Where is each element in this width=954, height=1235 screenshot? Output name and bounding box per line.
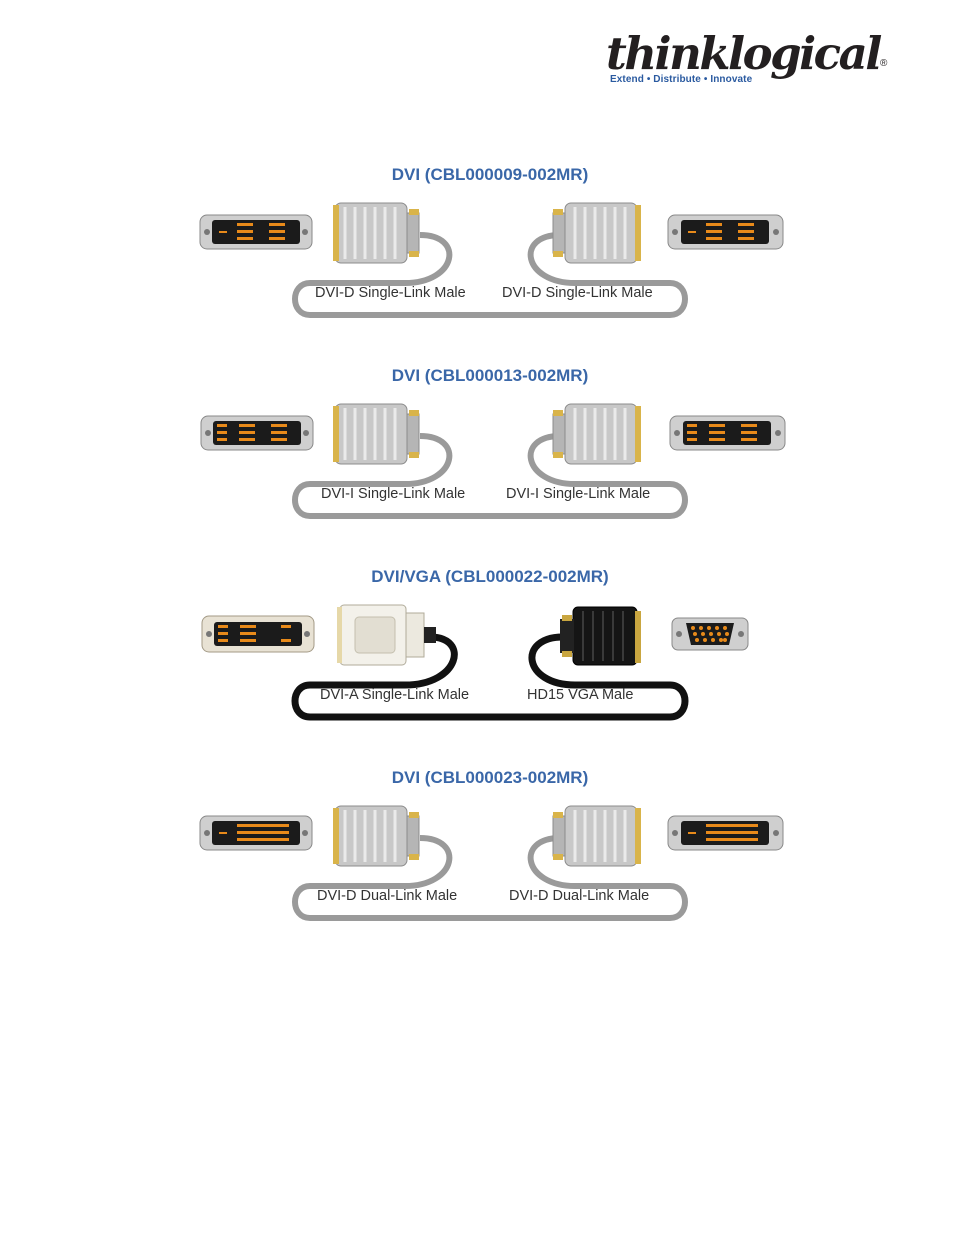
thinklogical-logo: thinklogical ® Extend • Distribute • Inn… bbox=[606, 28, 896, 88]
cable-section-3: DVI/VGA (CBL000022-002MR) bbox=[195, 567, 795, 737]
dvi-d-dual-port-right bbox=[667, 815, 784, 851]
vga-connector-plug bbox=[560, 606, 641, 666]
dvi-connector-plug-left bbox=[333, 805, 420, 867]
right-connector-label: DVI-I Single-Link Male bbox=[506, 486, 651, 502]
cable-section-2: DVI (CBL000013-002MR) bbox=[195, 366, 795, 536]
right-connector-label: DVI-D Single-Link Male bbox=[502, 285, 653, 301]
dvi-d-dual-port-left bbox=[199, 815, 313, 851]
dvi-d-single-port-left bbox=[199, 214, 313, 250]
cable-illustration bbox=[200, 403, 786, 519]
cable-title: DVI (CBL000013-002MR) bbox=[391, 366, 589, 385]
cable-title: DVI (CBL000009-002MR) bbox=[391, 165, 589, 184]
right-connector-label: DVI-D Dual-Link Male bbox=[509, 888, 650, 904]
left-connector-label: DVI-D Dual-Link Male bbox=[317, 888, 458, 904]
cable-section-1: DVI (CBL000009-002MR) bbox=[195, 165, 795, 335]
cable-title: DVI (CBL000023-002MR) bbox=[391, 768, 589, 787]
cable-title: DVI/VGA (CBL000022-002MR) bbox=[371, 567, 609, 586]
dvi-i-single-port-left bbox=[200, 415, 314, 451]
cable-section-4: DVI (CBL000023-002MR) bbox=[195, 768, 795, 938]
dvi-connector-plug-right bbox=[552, 805, 641, 867]
logo-tagline: Extend • Distribute • Innovate bbox=[610, 74, 753, 85]
dvi-connector-plug-right bbox=[552, 202, 641, 264]
cable-illustration bbox=[199, 805, 784, 921]
cable-illustration bbox=[201, 604, 749, 721]
cable-illustration bbox=[199, 202, 784, 318]
dvi-i-single-port-right bbox=[669, 415, 786, 451]
dvi-connector-plug-left bbox=[333, 202, 420, 264]
right-connector-label: HD15 VGA Male bbox=[527, 687, 634, 703]
dvi-connector-plug-right bbox=[552, 403, 641, 465]
dvi-a-connector-plug bbox=[337, 604, 436, 666]
logo-registered-mark: ® bbox=[880, 58, 888, 69]
dvi-connector-plug-left bbox=[333, 403, 420, 465]
vga-port bbox=[671, 617, 749, 651]
left-connector-label: DVI-A Single-Link Male bbox=[320, 687, 470, 703]
logo-wordmark: thinklogical bbox=[606, 27, 882, 80]
left-connector-label: DVI-I Single-Link Male bbox=[321, 486, 466, 502]
dvi-a-port bbox=[201, 615, 315, 653]
dvi-d-single-port-right bbox=[667, 214, 784, 250]
left-connector-label: DVI-D Single-Link Male bbox=[315, 285, 466, 301]
